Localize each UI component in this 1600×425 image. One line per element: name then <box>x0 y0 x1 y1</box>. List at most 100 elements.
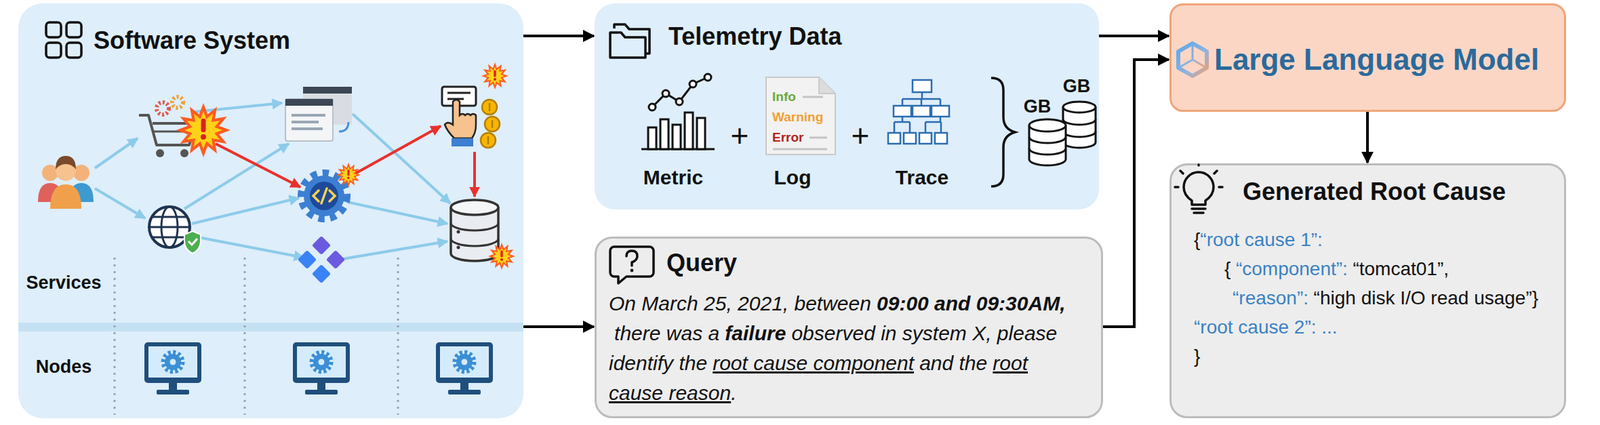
database-stack-icon-part <box>1029 119 1066 132</box>
failure-burst <box>336 162 361 188</box>
database-icon-part <box>450 223 499 247</box>
metric-chart-icon <box>641 73 715 150</box>
layer-divider-part <box>244 257 247 415</box>
box-title: Software System <box>93 26 291 55</box>
log-file-icon-part <box>766 77 836 155</box>
text-line: } <box>1193 341 1554 371</box>
node-monitor <box>435 342 493 395</box>
trace-tree-icon-part <box>912 105 931 117</box>
llm-logo-part <box>1178 43 1207 76</box>
flow-arrow <box>523 34 594 38</box>
body-text: } <box>1193 345 1200 367</box>
text-line: {“root cause 1”: <box>1193 225 1554 255</box>
payment-icon-part <box>442 86 476 106</box>
size-label: GB <box>1063 75 1091 97</box>
globe-icon-part <box>188 238 198 245</box>
trace-tree-icon-part <box>903 132 916 144</box>
metric-chart-icon-part <box>660 119 669 150</box>
globe-icon-part <box>161 206 178 248</box>
query-box: QueryOn March 25, 2021, between09:00 and… <box>594 236 1104 419</box>
software-system-illustration <box>18 3 524 419</box>
body-text: “reason”: <box>1232 287 1309 309</box>
llm-logo-part <box>1179 44 1206 68</box>
plus-sign: + <box>851 117 870 154</box>
flow-arrow <box>523 325 594 329</box>
log-level-label: Error <box>772 130 804 146</box>
globe-icon-part <box>149 206 190 248</box>
lightbulb-icon-part <box>1174 164 1223 188</box>
lightbulb-icon-part <box>1183 172 1214 205</box>
metric-chart-icon-part <box>662 90 670 97</box>
users-icon-part <box>73 164 90 182</box>
box-title: Query <box>666 248 737 277</box>
payment-icon-part <box>480 132 496 148</box>
trace-tree-icon <box>888 80 950 144</box>
body-text: failure <box>724 322 786 345</box>
system-panel: Software System <box>18 3 524 419</box>
layer-divider-part <box>397 257 400 415</box>
webpage-icon-part <box>338 122 349 132</box>
database-stack-icon-part <box>1029 125 1066 166</box>
log-file-icon-part <box>772 96 828 150</box>
service-call-arrows-part <box>184 143 289 209</box>
node-monitor-part <box>148 346 198 378</box>
text-line: {“component”:“tomcat01”, <box>1193 254 1554 284</box>
failure-arrows-part <box>343 126 441 181</box>
service-call-arrows-part <box>94 188 146 219</box>
question-bubble-icon-part <box>626 250 638 266</box>
metric-chart-icon-part <box>684 112 693 150</box>
database-stack-icon-part <box>1063 119 1096 137</box>
metric-chart-icon-part <box>648 103 656 111</box>
node-monitor-part <box>305 389 338 395</box>
cart-icon-part <box>138 115 196 146</box>
layer-divider <box>114 257 398 415</box>
body-text: there was a <box>614 322 720 345</box>
metric-chart-icon-part <box>704 73 712 81</box>
service-call-arrows-part <box>347 202 448 224</box>
service-gear-icon <box>301 173 347 219</box>
folder-icon-part <box>614 24 650 54</box>
node-monitor-part <box>164 353 182 371</box>
payment-icon <box>442 86 500 148</box>
payment-icon-part <box>447 92 471 99</box>
database-icon <box>450 200 499 262</box>
node-monitor-part <box>454 352 474 372</box>
diamond-service-icon-part <box>311 264 331 284</box>
users-icon-part <box>37 183 63 203</box>
failure-arrows <box>215 126 475 197</box>
llm-box: Large Language Model <box>1169 3 1567 112</box>
failure-arrows-part <box>473 151 476 197</box>
flow-arrow <box>1366 111 1369 163</box>
root-cause-box: Generated Root Cause{“root cause 1”:{“co… <box>1169 163 1567 419</box>
users-icon <box>37 155 94 209</box>
grid-icon-part <box>46 42 62 58</box>
webpage-icon-part <box>291 115 326 129</box>
webpage-icon <box>285 86 352 142</box>
service-call-arrows-part <box>193 103 283 112</box>
body-text: . <box>730 381 737 405</box>
folder-icon-part <box>610 32 646 58</box>
cart-icon-part <box>153 130 192 133</box>
llm-logo <box>1178 43 1207 76</box>
box-title: Telemetry Data <box>668 22 842 51</box>
layer-label: Services <box>25 272 102 294</box>
diamond-service-icon-part <box>311 235 331 255</box>
flow-arrow <box>1098 34 1169 38</box>
metric-chart-icon-part <box>689 80 697 88</box>
node-monitor-part <box>296 346 346 378</box>
webpage-icon-part <box>303 86 352 125</box>
database-stack-icon-part <box>1029 136 1066 155</box>
body-text: “root cause 1”: <box>1200 229 1323 251</box>
question-bubble-icon-part <box>610 246 654 284</box>
question-bubble-icon <box>610 246 654 284</box>
layer-band <box>18 322 524 332</box>
log-file-icon <box>766 77 836 155</box>
cart-icon <box>138 96 196 158</box>
data-type-label: Log <box>774 166 812 190</box>
trace-tree-icon-part <box>893 105 912 117</box>
grid-icon <box>46 22 82 58</box>
node-monitor-part <box>460 383 469 390</box>
log-file-icon-part <box>818 77 836 94</box>
text-line: “reason”:“high disk I/O read usage”} <box>1193 283 1554 313</box>
flow-arrow <box>1103 59 1169 327</box>
